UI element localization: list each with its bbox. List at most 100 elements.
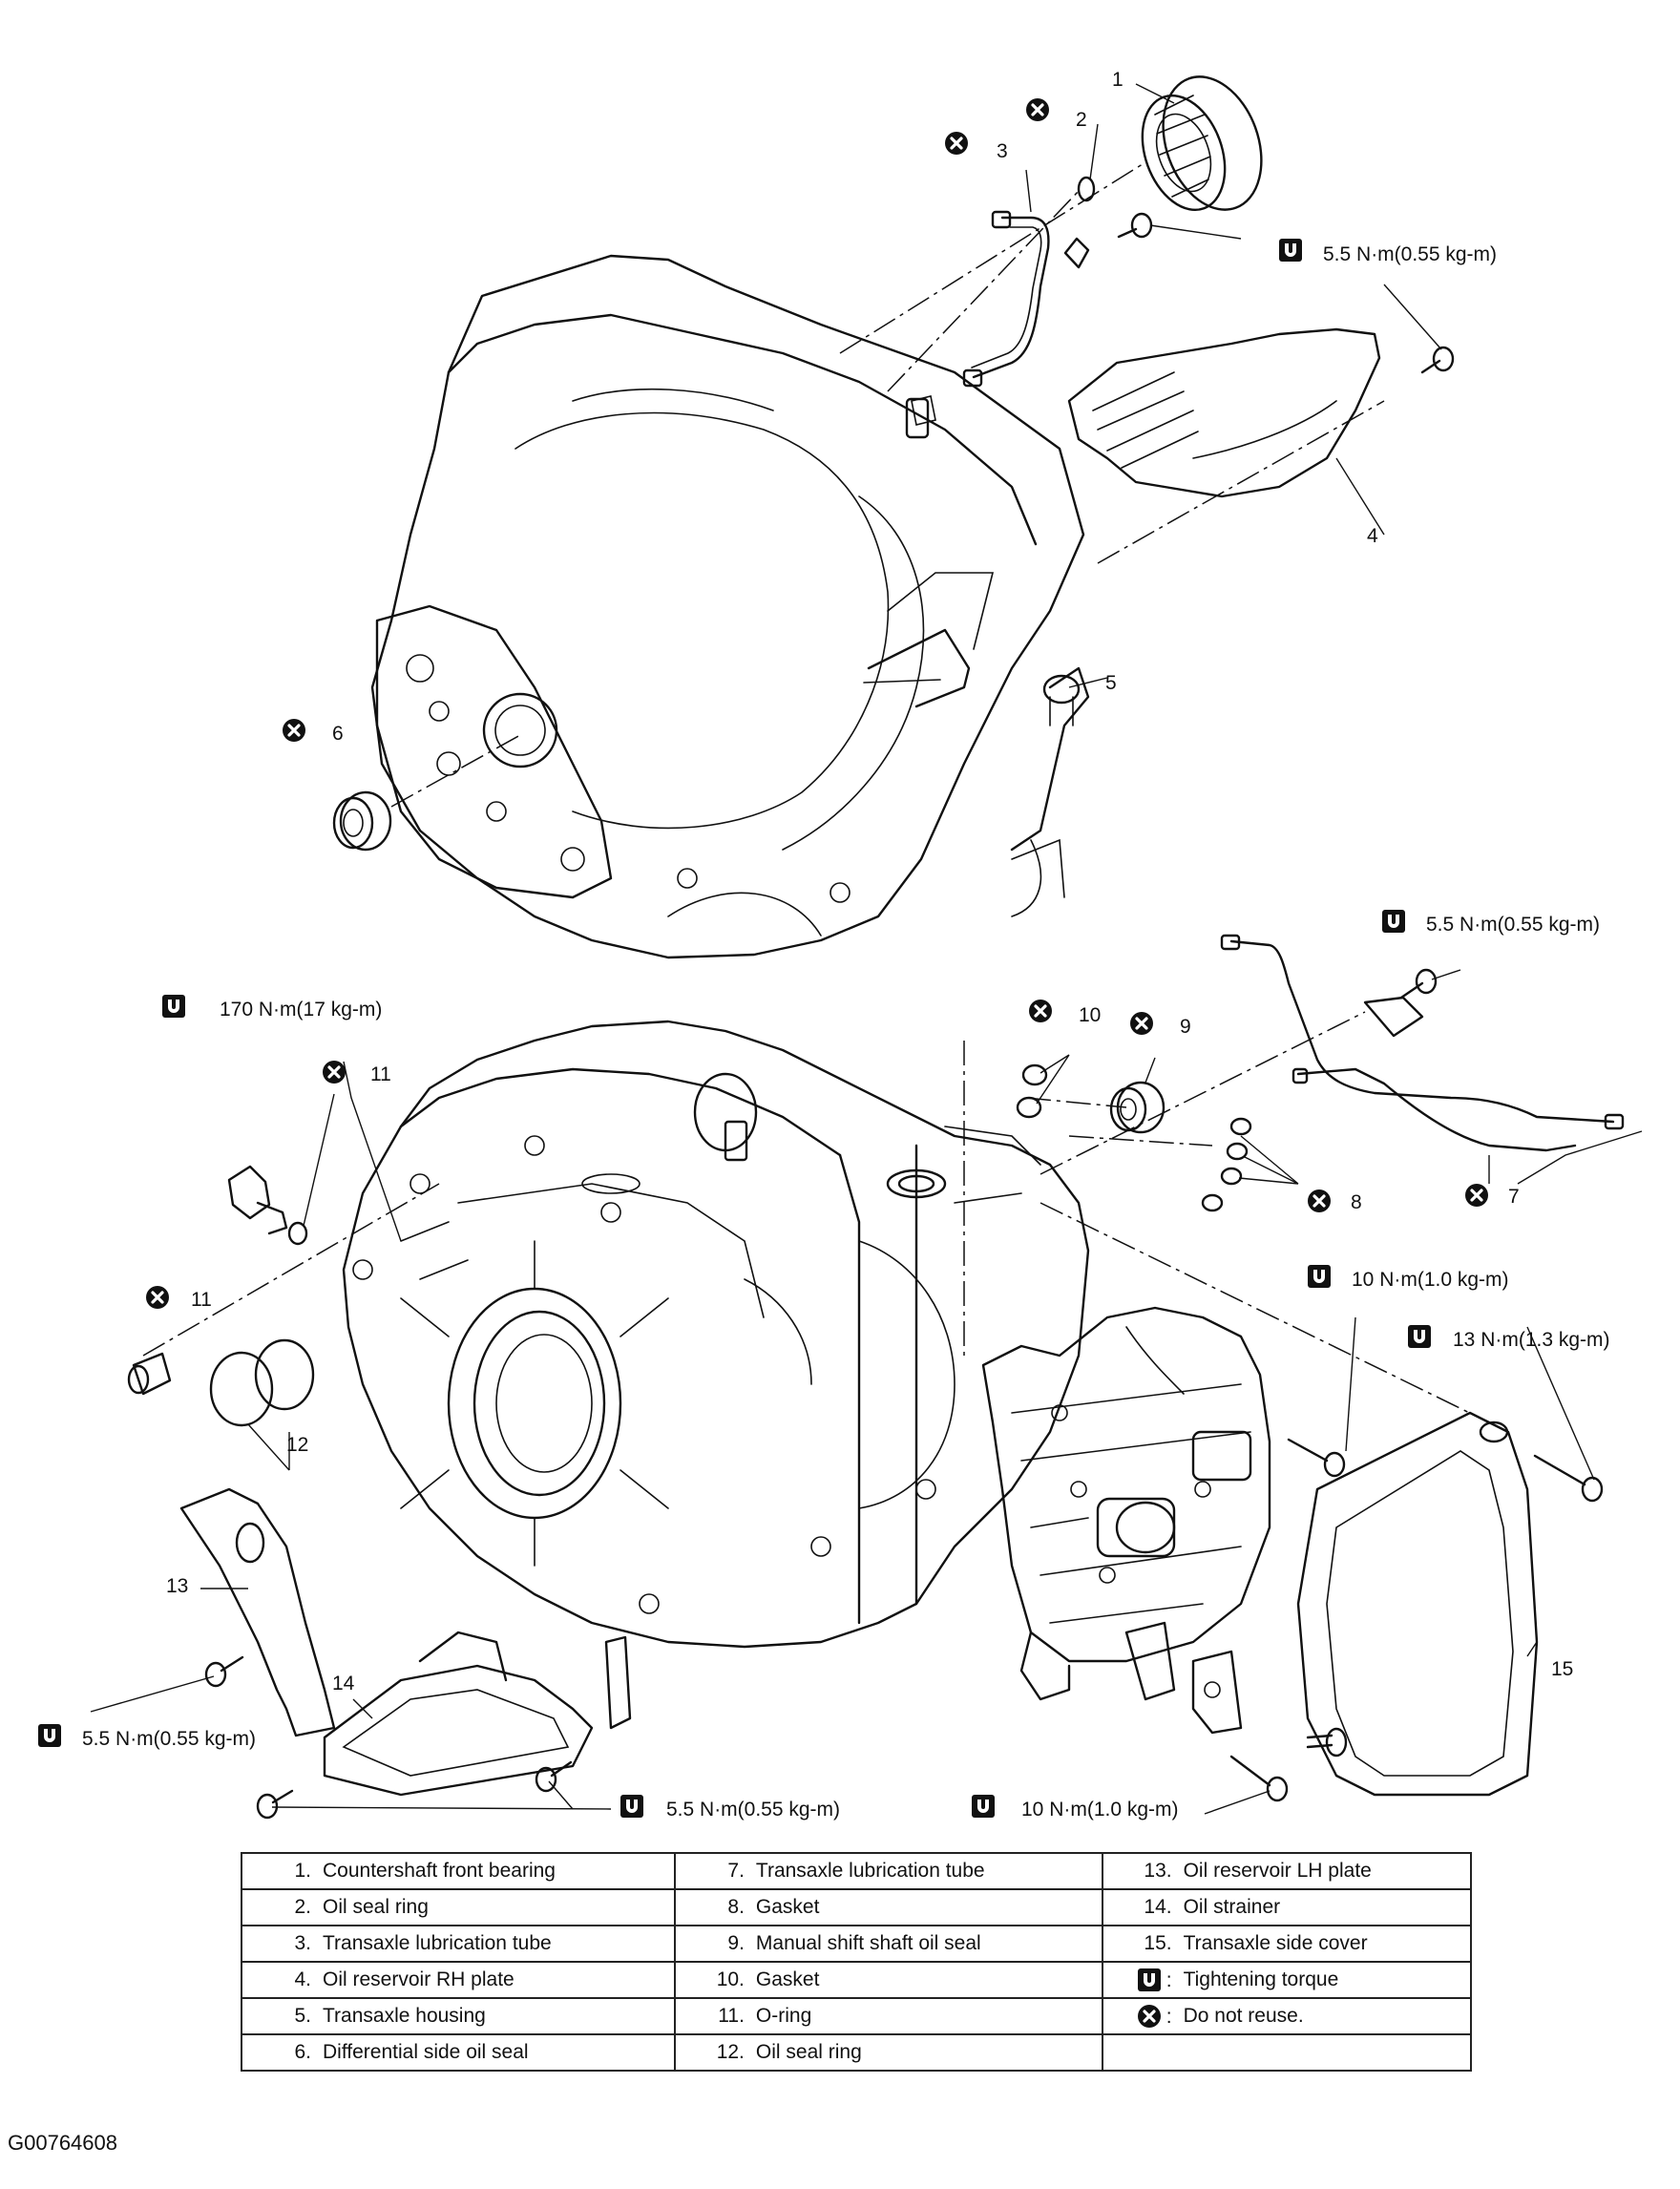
legend-number: 2. xyxy=(241,1888,315,1926)
bolt-top xyxy=(1117,212,1153,239)
torque-label-valve: 10 N·m(1.0 kg-m) xyxy=(1352,1269,1509,1291)
valve-body xyxy=(981,1306,1271,1701)
callout-1: 1 xyxy=(1112,69,1124,91)
legend-number: 8. xyxy=(673,1888,748,1926)
gasket-8 xyxy=(1201,1117,1252,1212)
legend-part-name: Transaxle lubrication tube xyxy=(747,1852,1103,1890)
legend-part-name: Oil seal ring xyxy=(747,2033,1103,2072)
torque-icon xyxy=(1382,910,1405,933)
torque-label-cover: 13 N·m(1.3 kg-m) xyxy=(1453,1329,1610,1351)
no-reuse-icon xyxy=(281,717,307,744)
legend-part-name: Tightening torque xyxy=(1175,1961,1473,1999)
no-reuse-icon xyxy=(1306,1188,1333,1214)
legend-number: 10. xyxy=(673,1961,748,1999)
no-reuse-icon xyxy=(1137,2004,1161,2028)
bolt-lh-plate xyxy=(204,1655,244,1688)
legend-part-name: Manual shift shaft oil seal xyxy=(747,1925,1103,1963)
countershaft-front-bearing xyxy=(1141,75,1263,212)
figure-id: G00764608 xyxy=(8,2131,117,2155)
legend-number xyxy=(1101,2033,1176,2072)
legend-part-name: Gasket xyxy=(747,1888,1103,1926)
legend-number: 4. xyxy=(241,1961,315,1999)
callout-9: 9 xyxy=(1180,1016,1191,1038)
no-reuse-icon xyxy=(943,130,970,157)
legend-number: : xyxy=(1101,1997,1176,2035)
torque-icon xyxy=(1279,239,1302,262)
bolt-valve-body xyxy=(1287,1438,1346,1478)
oil-seal-ring-12 xyxy=(209,1338,315,1427)
legend-part-name: Oil strainer xyxy=(1175,1888,1473,1926)
no-reuse-icon xyxy=(1463,1182,1490,1209)
no-reuse-icon xyxy=(1128,1010,1155,1037)
legend-number: 15. xyxy=(1101,1925,1176,1963)
callout-4: 4 xyxy=(1367,525,1378,547)
bolt-rh-plate xyxy=(1420,346,1455,374)
torque-icon xyxy=(620,1795,643,1818)
housing-breather xyxy=(1042,674,1081,726)
differential-side-oil-seal xyxy=(332,790,392,852)
callout-3: 3 xyxy=(997,140,1008,162)
callout-12: 12 xyxy=(286,1434,308,1456)
legend-number: 12. xyxy=(673,2033,748,2072)
valve-body-gasket xyxy=(1124,1621,1243,1735)
legend-part-name: Transaxle lubrication tube xyxy=(315,1925,676,1963)
legend-part-name: Differential side oil seal xyxy=(315,2033,676,2072)
legend-number: 14. xyxy=(1101,1888,1176,1926)
legend-number: 6. xyxy=(241,2033,315,2072)
oil-reservoir-rh-plate xyxy=(1067,327,1381,498)
legend-number: 7. xyxy=(673,1852,748,1890)
legend-part-name: Do not reuse. xyxy=(1175,1997,1473,2035)
no-reuse-icon xyxy=(1027,998,1054,1024)
legend-part-name: Oil reservoir RH plate xyxy=(315,1961,676,1999)
strainer-bracket xyxy=(604,1635,632,1730)
torque-icon xyxy=(1408,1325,1431,1348)
legend-part-name xyxy=(1175,2033,1473,2072)
callout-2: 2 xyxy=(1076,109,1087,131)
torque-label-strainer: 5.5 N·m(0.55 kg-m) xyxy=(666,1799,840,1821)
bolt-side-cover xyxy=(1533,1454,1604,1503)
callout-5: 5 xyxy=(1105,672,1117,694)
legend-part-name: O-ring xyxy=(747,1997,1103,2035)
drain-plug xyxy=(227,1165,288,1235)
callout-11-upper: 11 xyxy=(370,1063,391,1085)
legend-number: 9. xyxy=(673,1925,748,1963)
transaxle-housing xyxy=(370,254,1090,959)
callout-6: 6 xyxy=(332,723,344,745)
callout-8: 8 xyxy=(1351,1191,1362,1213)
o-ring-11-lower xyxy=(127,1352,172,1396)
legend-number: 5. xyxy=(241,1997,315,2035)
torque-icon xyxy=(1308,1265,1331,1288)
torque-icon xyxy=(38,1724,61,1747)
oil-reservoir-lh-plate xyxy=(179,1487,336,1737)
oil-seal-ring-2 xyxy=(1077,176,1096,202)
o-ring-11-upper xyxy=(287,1221,308,1246)
torque-icon xyxy=(972,1795,995,1818)
torque-label-top: 5.5 N·m(0.55 kg-m) xyxy=(1323,243,1497,265)
exploded-view-diagram: 1 2 3 4 5 6 7 8 9 10 11 11 12 13 14 15 5… xyxy=(38,69,1643,1821)
torque-label-plug: 170 N·m(17 kg-m) xyxy=(220,999,382,1021)
legend-number: 3. xyxy=(241,1925,315,1963)
torque-label-lh-plate: 5.5 N·m(0.55 kg-m) xyxy=(82,1728,256,1750)
legend-part-name: Oil seal ring xyxy=(315,1888,676,1926)
tube-clip xyxy=(1063,237,1090,269)
torque-icon xyxy=(162,995,185,1018)
legend-part-name: Transaxle side cover xyxy=(1175,1925,1473,1963)
bolt-strainer xyxy=(535,1760,573,1793)
transaxle-lubrication-tube-7 xyxy=(1220,934,1625,1152)
legend-part-name: Transaxle housing xyxy=(315,1997,676,2035)
no-reuse-icon xyxy=(1024,96,1051,123)
bolt-tube-7 xyxy=(1399,968,1438,1000)
no-reuse-icon xyxy=(321,1059,347,1085)
legend-number: 13. xyxy=(1101,1852,1176,1890)
bolt-bottom xyxy=(1229,1755,1289,1802)
torque-icon xyxy=(1137,1968,1161,1991)
legend-part-name: Oil reservoir LH plate xyxy=(1175,1852,1473,1890)
legend-number: : xyxy=(1101,1961,1176,1999)
transaxle-case xyxy=(342,1020,1090,1649)
